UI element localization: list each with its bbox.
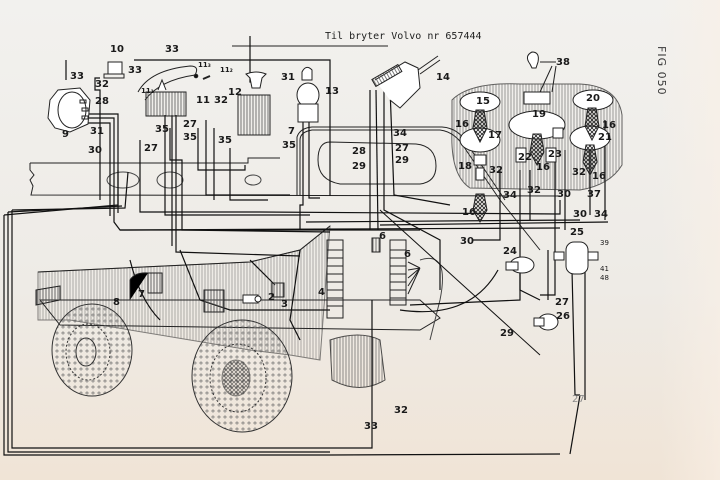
component-label-24: 24 [503,246,517,257]
wire-label-32: 32 [572,167,586,178]
component-label-15: 15 [476,96,490,107]
sender-24-icon [505,256,535,274]
component-label-39: 39 [600,239,609,247]
wire-label-35: 35 [155,124,169,135]
wire-label-37: 37 [587,189,601,200]
wire-label-35: 35 [218,135,232,146]
component-label-7: 7 [138,289,145,300]
wire-label-34: 34 [393,128,407,139]
component-label-11-1: 11₁ [141,87,154,95]
relay-box-6 [371,237,421,306]
switch-9-icon [47,87,91,133]
component-label-25: 25 [570,227,584,238]
component-label-16: 16 [592,171,606,182]
wiper-switch-11-icon [137,65,211,117]
wire-label-35: 35 [282,140,296,151]
component-label-6: 6 [379,231,386,242]
component-label-14: 14 [436,72,450,83]
component-label-7: 7 [288,126,295,137]
instrument-cluster [451,51,623,223]
ignition-13-icon [296,66,320,123]
wire-label-27: 27 [183,119,197,130]
wire-label-29: 29 [500,328,514,339]
light-switch-10-icon [103,61,125,79]
front-wheel [51,303,133,397]
component-label-8: 8 [113,297,120,308]
fuse-box-4 [326,239,344,319]
component-label-41: 41 [600,265,609,273]
component-label-13: 13 [325,86,339,97]
relay-3-icon [271,282,285,298]
wire-label-32: 32 [394,405,408,416]
component-label-11: 11 [196,95,210,106]
wire-label-34: 34 [503,190,517,201]
wiper-motor-14-icon [371,55,441,109]
component-label-6: 6 [404,249,411,260]
sender-26-icon [533,313,559,331]
component-label-9: 9 [62,129,69,140]
wire-label-30: 30 [573,209,587,220]
wire-label-27: 27 [395,143,409,154]
component-label-21: 21 [598,132,612,143]
component-label-11-2: 11₂ [220,66,233,74]
wire-label-30: 30 [557,189,571,200]
battery-7-icon [129,272,163,300]
wire-label-29: 29 [352,161,366,172]
wire-label-35: 35 [183,132,197,143]
sender-25-icon [553,241,599,275]
horn-2-icon [203,289,262,313]
wire-label-32: 32 [95,79,109,90]
wire-label-30: 30 [88,145,102,156]
component-label-18: 18 [458,161,472,172]
wire-label-33: 33 [128,65,142,76]
component-label-16: 16 [536,162,550,173]
component-label-16: 16 [462,207,476,218]
component-label-17: 17 [488,130,502,141]
component-label-38: 38 [556,57,570,68]
figure-label: FIG 050 [655,46,668,96]
rear-wheel [191,319,293,433]
switch-note: Til bryter Volvo nr 657444 [325,31,482,42]
wire-label-29: 29 [395,155,409,166]
component-label-48: 48 [600,274,609,282]
component-label-22: 22 [518,152,532,163]
wire-label-34: 34 [594,209,608,220]
wire-label-33: 33 [70,71,84,82]
component-label-19: 19 [532,109,546,120]
component-label-12: 12 [228,87,242,98]
component-label-10: 10 [110,44,124,55]
wire-label-30: 30 [460,236,474,247]
wire-label-32: 32 [527,185,541,196]
component-label-11-3: 11₃ [198,61,211,69]
wire-label-27: 27 [572,394,585,405]
component-label-16: 16 [602,120,616,131]
component-label-3: 3 [281,299,288,310]
wire-label-32: 32 [489,165,503,176]
wiring-harness [3,36,609,456]
knob-12-icon [237,71,271,136]
wire-label-31: 31 [281,72,295,83]
wire-label-28: 28 [352,146,366,157]
component-label-2: 2 [268,292,275,303]
component-label-23: 23 [548,149,562,160]
wire-label-27: 27 [144,143,158,154]
component-label-4: 4 [318,287,325,298]
component-label-20: 20 [586,93,600,104]
component-label-33: 33 [165,44,179,55]
component-label-16: 16 [455,119,469,130]
wire-label-33: 33 [364,421,378,432]
wire-label-27: 27 [555,297,569,308]
wire-label-28: 28 [95,96,109,107]
component-label-26: 26 [556,311,570,322]
wire-label-31: 31 [90,126,104,137]
wire-label-32: 32 [214,95,228,106]
